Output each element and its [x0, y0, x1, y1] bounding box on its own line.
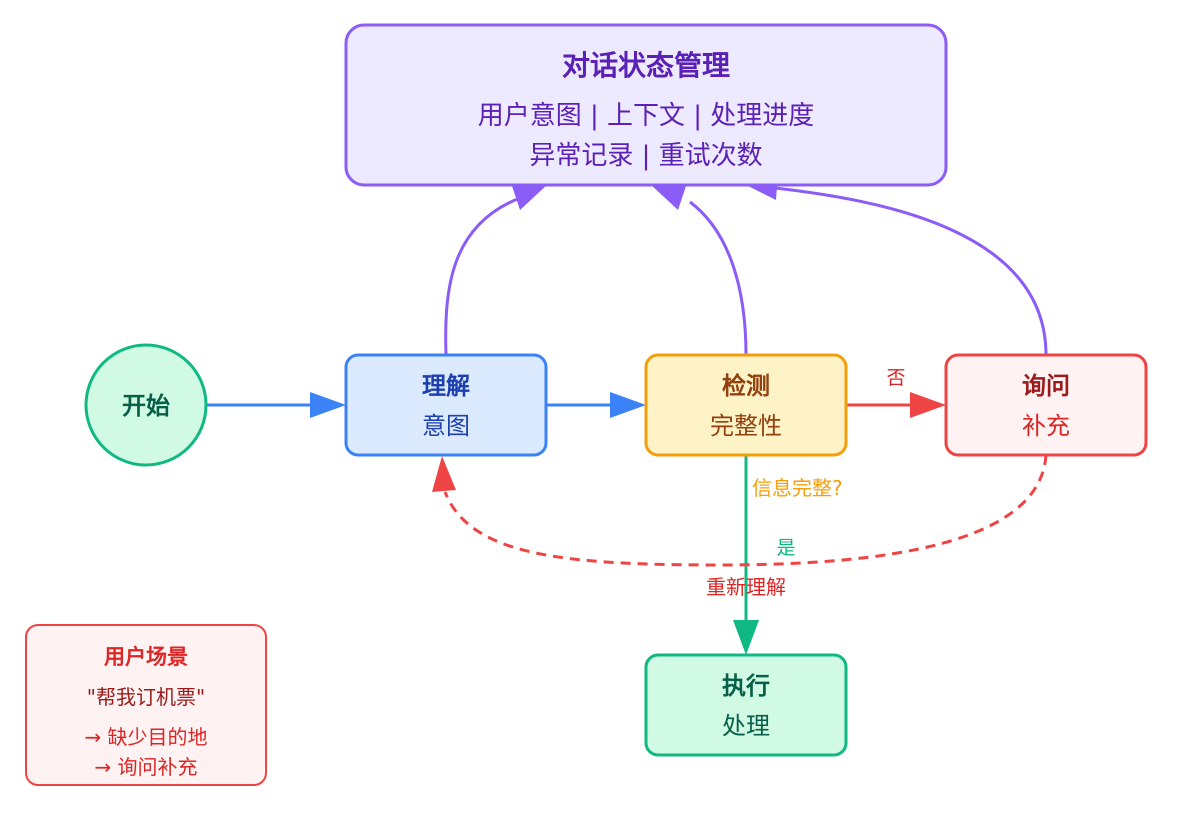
arrowhead-understand-state	[510, 180, 548, 210]
scenario-quote: "帮我订机票"	[87, 685, 205, 709]
execute-node: 执行 处理	[644, 653, 848, 757]
execute-subtitle: 处理	[722, 712, 770, 740]
execute-title: 执行	[722, 672, 770, 700]
check-subtitle: 完整性	[710, 412, 782, 440]
understand-node: 理解 意图	[344, 353, 548, 457]
check-node: 检测 完整性	[644, 353, 848, 457]
arrowhead-check-ask	[910, 392, 946, 418]
arrowhead-check-state	[650, 180, 688, 210]
ask-title: 询问	[1022, 372, 1070, 400]
edge-label-yes: 是	[776, 537, 795, 559]
ask-subtitle: 补充	[1022, 412, 1070, 440]
edge-label-info-complete: 信息完整?	[752, 476, 843, 500]
edge-understand-state	[444, 196, 521, 356]
scenario-box: 用户场景 "帮我订机票" → 缺少目的地 → 询问补充	[25, 624, 267, 786]
arrowhead-ask-understand	[432, 456, 456, 492]
edge-ask-state	[774, 186, 1048, 356]
edge-ask-understand	[443, 454, 1048, 567]
understand-subtitle: 意图	[422, 412, 470, 440]
state-manager-line1: 用户意图 | 上下文 | 处理进度	[478, 101, 815, 131]
arrowhead-understand-check	[610, 392, 646, 418]
ask-node: 询问 补充	[944, 353, 1148, 457]
edge-check-state	[689, 200, 748, 356]
arrowhead-check-execute	[733, 620, 759, 655]
check-title: 检测	[722, 372, 770, 400]
edge-label-re-understand: 重新理解	[706, 575, 786, 599]
scenario-step1: → 缺少目的地	[84, 725, 207, 749]
scenario-step2: → 询问补充	[94, 755, 197, 779]
start-label: 开始	[122, 392, 170, 420]
state-manager-title: 对话状态管理	[562, 49, 730, 82]
understand-title: 理解	[422, 372, 470, 400]
scenario-title: 用户场景	[104, 645, 188, 669]
edge-label-no: 否	[886, 367, 905, 389]
state-manager-box: 对话状态管理 用户意图 | 上下文 | 处理进度 异常记录 | 重试次数	[344, 23, 948, 187]
state-manager-line2: 异常记录 | 重试次数	[529, 141, 762, 171]
start-node: 开始	[84, 343, 208, 467]
arrowhead-start-understand	[310, 392, 346, 418]
